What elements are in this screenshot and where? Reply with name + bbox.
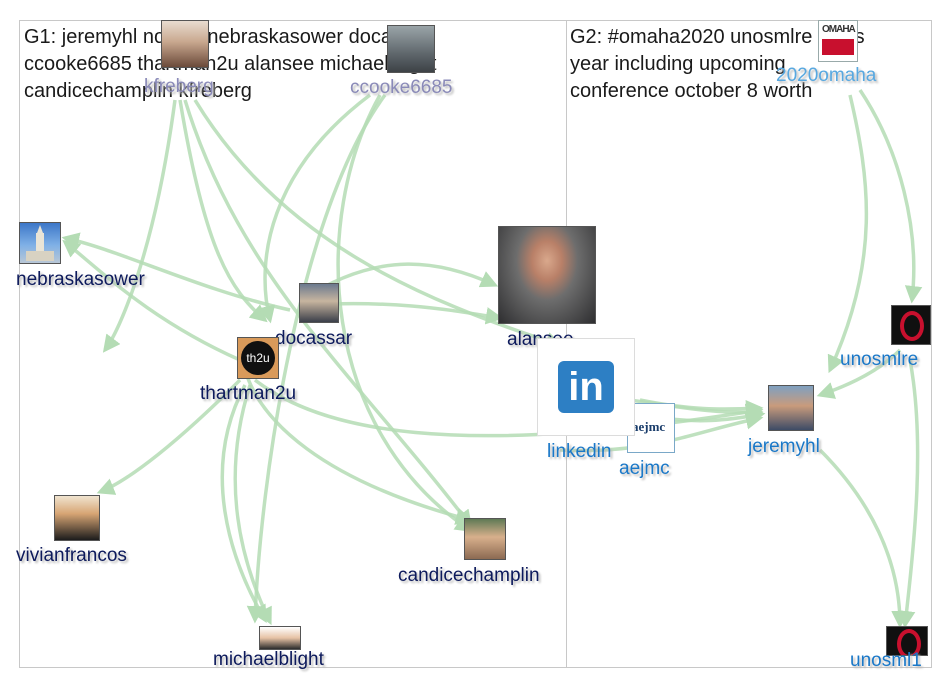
avatar xyxy=(299,283,339,323)
edge xyxy=(102,99,177,353)
group-title-line: ccooke6685 thartman2u alansee michaelbli… xyxy=(24,53,437,75)
node-label: kfreberg xyxy=(144,76,214,97)
edge xyxy=(818,448,909,629)
node-label: candicechamplin xyxy=(398,565,540,586)
logo-banner xyxy=(822,39,854,55)
group-title-line: candicechamplin kfreberg xyxy=(24,80,252,102)
node-label: unosml1 xyxy=(850,650,922,671)
avatar xyxy=(387,25,435,73)
node-label: docassar xyxy=(275,328,353,349)
node-label: linkedin xyxy=(547,441,612,462)
edge xyxy=(243,369,474,525)
node-label: michaelblight xyxy=(213,649,324,670)
edge xyxy=(220,384,267,624)
edge xyxy=(258,93,372,324)
uno-logo-icon xyxy=(897,629,921,655)
avatar xyxy=(259,626,301,650)
aejmc-logo-icon: aejmc xyxy=(632,419,666,434)
node-label: 2020omaha xyxy=(776,65,877,86)
avatar-badge: th2u xyxy=(241,341,275,375)
edge xyxy=(178,99,268,323)
avatar xyxy=(19,222,61,264)
avatar xyxy=(886,626,928,656)
edge xyxy=(183,99,473,528)
group-title-g1: G1: jeremyhl nodexl nebraskasower docass… xyxy=(24,24,437,105)
avatar xyxy=(768,385,814,431)
edge xyxy=(193,99,564,350)
linkedin-icon: in xyxy=(558,361,614,413)
edge xyxy=(96,378,242,495)
edge xyxy=(336,94,473,532)
node-label: vivianfrancos xyxy=(16,545,127,566)
node-label: thartman2u xyxy=(200,383,297,404)
group-title-line: G1: jeremyhl nodexl nebraskasower docass… xyxy=(24,26,430,48)
edge xyxy=(233,384,272,626)
edge xyxy=(827,94,869,374)
group-title-line: year including upcoming xyxy=(570,53,786,75)
avatar xyxy=(498,226,596,324)
group-title-g2: G2: #omaha2020 unosmlre news year includ… xyxy=(570,24,865,105)
edge xyxy=(897,359,920,629)
group-title-line: conference october 8 worth xyxy=(570,80,813,102)
avatar: th2u xyxy=(237,337,279,379)
edge xyxy=(62,239,241,362)
group-title-line: G2: #omaha2020 unosmlre news xyxy=(570,26,865,48)
edge xyxy=(816,348,902,399)
edge xyxy=(246,93,387,624)
node-label: aejmc xyxy=(619,458,670,479)
node-label: unosmlre xyxy=(840,349,919,370)
node-label: jeremyhl xyxy=(748,436,820,457)
avatar: OMAHA xyxy=(818,20,858,62)
capitol-icon xyxy=(26,225,54,261)
avatar xyxy=(161,20,209,68)
node-label: nebraskasower xyxy=(16,269,145,290)
edge xyxy=(858,89,923,304)
avatar xyxy=(54,495,100,541)
avatar xyxy=(891,305,931,345)
uno-logo-icon xyxy=(900,311,924,341)
omaha-logo-icon: OMAHA xyxy=(822,24,856,35)
node-label: ccooke6685 xyxy=(350,77,453,98)
edge xyxy=(61,232,291,312)
avatar xyxy=(464,518,506,560)
avatar: in xyxy=(537,338,635,436)
